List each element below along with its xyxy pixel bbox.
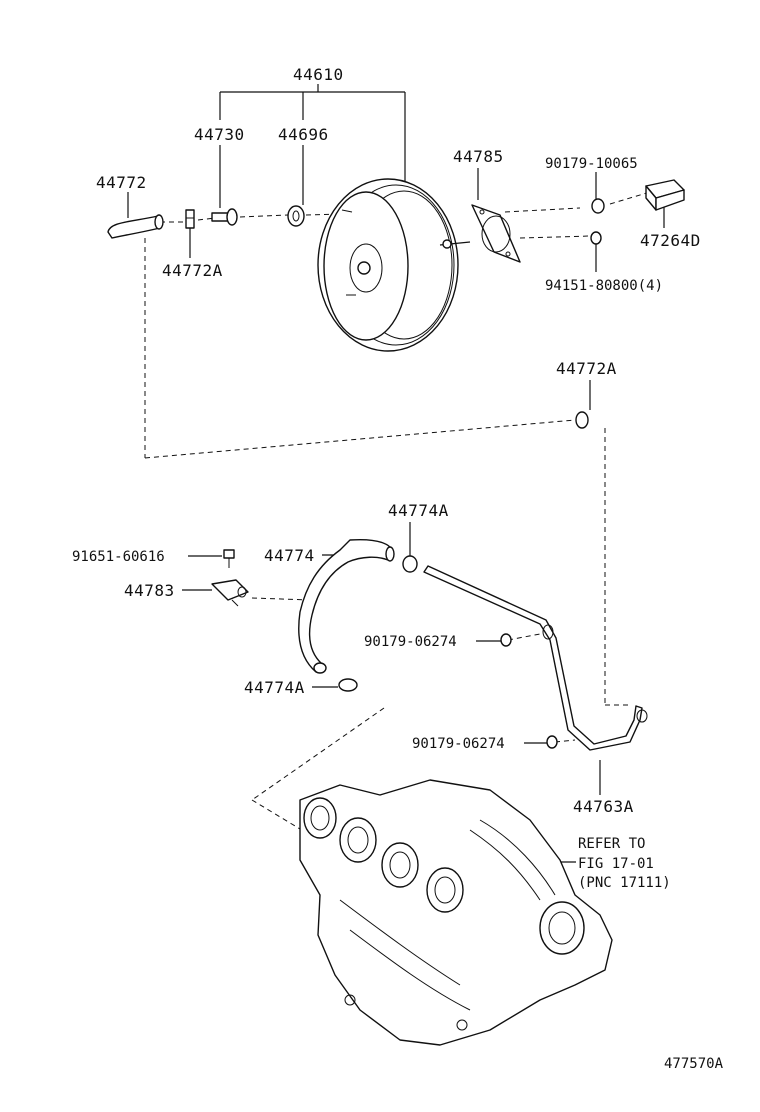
intake-manifold-illustration [299, 779, 613, 1046]
label-44696: 44696 [278, 125, 329, 144]
hose-clamp-bottom [338, 678, 358, 692]
label-94151-80800: 94151-80800(4) [545, 278, 663, 294]
label-90179-06274-a: 90179-06274 [364, 634, 457, 650]
label-44785: 44785 [453, 147, 504, 166]
refer-line-2: FIG 17-01 [578, 856, 654, 872]
brake-booster-illustration [317, 178, 471, 352]
label-44772A-top: 44772A [162, 261, 223, 280]
label-44772: 44772 [96, 173, 147, 192]
nut-illustration [591, 198, 605, 214]
label-47264D: 47264D [640, 231, 701, 250]
hose-clamp-top [402, 555, 418, 573]
union-illustration [211, 208, 238, 226]
part-labels: 44610 44730 44696 44772 44772A 44785 901… [72, 65, 724, 1072]
label-90179-06274-b: 90179-06274 [412, 736, 505, 752]
label-44763A: 44763A [573, 797, 634, 816]
refer-line-3: (PNC 17111) [578, 875, 671, 891]
gasket-illustration [471, 204, 521, 263]
figure-id: 477570A [664, 1056, 724, 1072]
vacuum-tube-illustration [423, 565, 648, 751]
label-44774A-bottom: 44774A [244, 678, 305, 697]
label-44774A-top: 44774A [388, 501, 449, 520]
clip-mid-illustration [575, 411, 589, 429]
clip-top-illustration [185, 209, 195, 229]
manifold-ports [303, 797, 464, 913]
label-44774: 44774 [264, 546, 315, 565]
label-44730: 44730 [194, 125, 245, 144]
bolt-illustration [223, 549, 235, 568]
bracket-illustration [645, 179, 685, 211]
nut-small-illustration [590, 231, 602, 245]
label-90179-10065: 90179-10065 [545, 156, 638, 172]
label-44783: 44783 [124, 581, 175, 600]
vacuum-hose-short [107, 214, 164, 239]
nut-06274-b [546, 735, 558, 749]
grommet-illustration [287, 205, 305, 227]
nut-06274-a [500, 633, 512, 647]
label-91651-60616: 91651-60616 [72, 549, 165, 565]
tube-bracket-illustration [211, 579, 249, 607]
refer-line-1: REFER TO [578, 836, 645, 852]
label-44610: 44610 [293, 65, 344, 84]
vacuum-hose-curved [298, 538, 395, 674]
label-44772A-mid: 44772A [556, 359, 617, 378]
